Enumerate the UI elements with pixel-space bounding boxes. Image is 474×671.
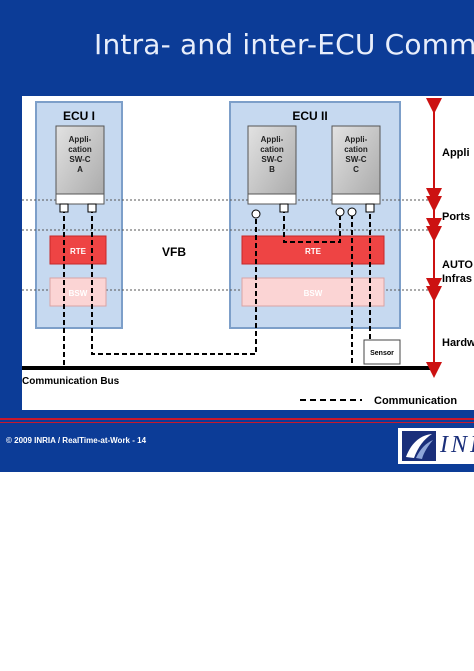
swc-c-text-4: C [353,165,359,174]
ecu1-rte [49,235,107,265]
ecu-communication-diagram: ECU I ECU II Appli- cation SW-C A Appli-… [22,98,474,407]
swc-b-text-2: cation [260,145,284,154]
port-b-1 [251,209,261,219]
communication-bus-label: Communication Bus [22,376,120,387]
footer-copyright: © 2009 INRIA / RealTime-at-Work - 14 [6,436,147,445]
sensor-box [363,339,401,365]
sensor-label: Sensor [370,350,394,357]
ecu1-label: ECU I [63,109,95,123]
swc-b-text-4: B [269,165,275,174]
ecu2-label: ECU II [292,109,327,123]
layer-label-hardware: Hardw [442,337,474,349]
ecu1-bsw-label: BSW [69,289,88,298]
ecu2-bsw-label: BSW [304,289,323,298]
swc-c-text-2: cation [344,145,368,154]
swc-a-text-4: A [77,165,83,174]
port-c-1 [335,207,345,217]
swc-b-text-1: Appli- [261,135,284,144]
legend-label: Communication [374,395,457,407]
inria-logo: INI [398,428,474,464]
diagram-panel: ECU I ECU II Appli- cation SW-C A Appli-… [22,96,474,410]
swc-a-text-2: cation [68,145,92,154]
footer-divider-1 [0,418,474,420]
swc-b-port-strip [247,193,297,205]
swc-a-text-1: Appli- [69,135,92,144]
inria-emblem-icon [402,431,436,461]
path-b-to-c [283,208,341,243]
slide-title: Intra- and inter-ECU Communi [94,28,474,61]
swc-c-text-1: Appli- [345,135,368,144]
layer-label-ports: Ports [442,211,470,223]
ecu2-rte-label: RTE [305,247,322,256]
port-c-2 [347,207,357,217]
swc-c-port-strip [331,193,381,205]
swc-a-text-3: SW-C [69,155,90,164]
port-a-2 [87,203,97,213]
logo-text: INI [440,432,474,458]
layer-label-autosar-1: AUTO [442,259,473,271]
port-b-2 [279,203,289,213]
port-c-3 [365,203,375,213]
communication-paths [63,208,371,366]
ecu1-rte-label: RTE [70,247,87,256]
communication-bus [22,366,432,370]
swc-c-text-3: SW-C [345,155,366,164]
swc-a-port-strip [55,193,105,205]
slide: Intra- and inter-ECU Communi ECU I ECU I… [0,0,474,472]
vfb-label: VFB [162,245,186,259]
swc-a-box [55,125,105,203]
layer-label-autosar-2: Infras [442,273,472,285]
path-ecu1-to-ecu2 [91,208,257,355]
footer-divider-2 [0,422,474,423]
ecu2-bsw [241,277,385,307]
swc-b-text-3: SW-C [261,155,282,164]
ecu1-bsw [49,277,107,307]
ecu2-rte [241,235,385,265]
layer-label-application: Appli [442,147,470,159]
port-a-1 [59,203,69,213]
